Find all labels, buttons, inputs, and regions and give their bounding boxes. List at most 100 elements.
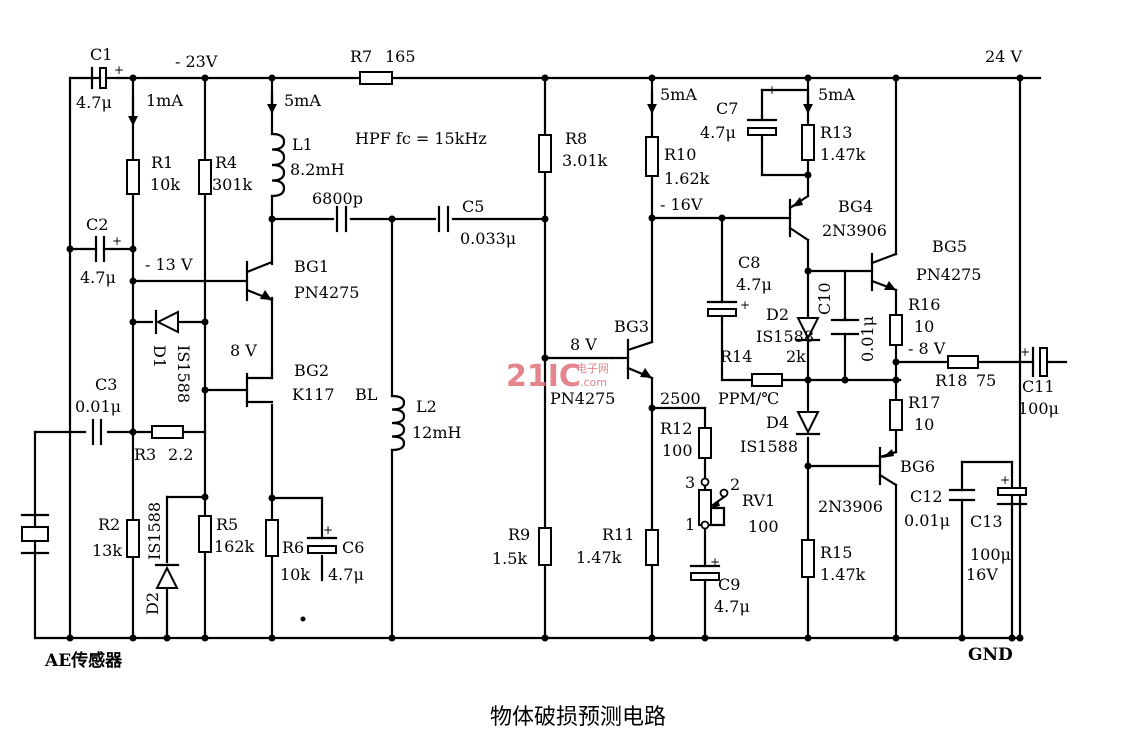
r5-val: 162k — [214, 537, 255, 556]
ae-sensor — [20, 513, 50, 555]
label-current-1ma: 1mA — [146, 91, 183, 110]
svg-text:21IC: 21IC — [506, 359, 581, 394]
diode-d2 — [795, 317, 821, 342]
rv1-ref: RV1 — [742, 491, 775, 510]
c8-val: 4.7μ — [736, 275, 772, 294]
d2-val: IS1588 — [756, 327, 814, 346]
resistor-r18 — [947, 355, 979, 369]
svg-text:+: + — [1000, 473, 1010, 487]
label-current-5ma-a: 5mA — [284, 91, 321, 110]
c7-val: 4.7μ — [700, 123, 736, 142]
r13-ref: R13 — [820, 123, 852, 142]
c9-ref: C9 — [718, 575, 740, 594]
r3-ref: R3 — [134, 445, 156, 464]
bg6-ref: BG6 — [900, 457, 935, 476]
transistors — [245, 194, 898, 487]
r1-val: 10k — [150, 175, 180, 194]
label-ae-sensor: AE传感器 — [44, 650, 123, 671]
c9-val: 4.7μ — [714, 597, 750, 616]
resistor-r16 — [889, 314, 903, 346]
bg6-val: 2N3906 — [818, 497, 883, 516]
capacitors: + + + + + + + + — [86, 63, 1052, 584]
c8-ref: C8 — [738, 253, 760, 272]
diagram-title: 物体破损预测电路 — [490, 705, 666, 730]
capacitor-c6 — [306, 536, 338, 554]
c13-ref: C13 — [970, 512, 1003, 531]
rv1-pin-2 — [719, 488, 729, 498]
transistor-bg5 — [870, 252, 898, 292]
c2-ref: C2 — [86, 215, 108, 234]
capacitor-c10 — [830, 316, 860, 338]
rv1-p2: 2 — [730, 475, 740, 494]
inductor-l2 — [390, 394, 406, 452]
r13-val: 1.47k — [820, 145, 866, 164]
r10-ref: R10 — [664, 145, 696, 164]
resistor-r8 — [538, 134, 552, 173]
c3-ref: C3 — [95, 375, 117, 394]
resistor-r7 — [359, 71, 393, 85]
bg4-val: 2N3906 — [822, 221, 887, 240]
resistor-r5 — [198, 515, 212, 553]
junctions — [66, 74, 1024, 642]
r12-val: 100 — [662, 441, 693, 460]
r17-val: 10 — [914, 415, 934, 434]
r4-val: 301k — [212, 175, 253, 194]
c3-val: 0.01μ — [75, 397, 121, 416]
rv1-p3: 3 — [685, 473, 695, 492]
capacitor-6800p — [335, 205, 348, 233]
svg-text:电子网: 电子网 — [576, 362, 609, 375]
svg-text:.com: .com — [580, 376, 607, 389]
r5-ref: R5 — [216, 515, 238, 534]
r14-ref: R14 — [720, 347, 752, 366]
label-8v-a: 8 V — [230, 341, 257, 360]
r16-ref: R16 — [908, 295, 940, 314]
label-8v-b: 8 V — [570, 335, 597, 354]
d4-ref: D4 — [766, 413, 789, 432]
rv1-pin-1 — [700, 520, 710, 530]
svg-text:+: + — [114, 63, 124, 77]
c6-ref: C6 — [342, 538, 364, 557]
label-neg16: - 16V — [660, 195, 703, 214]
c13-val2: 16V — [966, 565, 998, 584]
capacitor-c5 — [437, 205, 450, 233]
label-gnd: GND — [968, 645, 1013, 665]
diodes — [154, 309, 821, 589]
resistor-r9 — [538, 527, 552, 566]
inductor-l1 — [270, 132, 286, 198]
r7-ref: R7 — [350, 47, 372, 66]
diode-d1 — [154, 309, 179, 335]
r15-val: 1.47k — [820, 565, 866, 584]
capacitor-c1 — [90, 66, 120, 90]
r3-val: 2.2 — [168, 445, 193, 464]
diode-d4 — [795, 411, 821, 436]
transistor-bg2 — [245, 372, 274, 408]
capacitor-c8 — [706, 298, 738, 322]
r18-val: 75 — [976, 371, 996, 390]
resistor-r2 — [126, 519, 140, 558]
label-bl: BL — [355, 385, 378, 404]
r17-ref: R17 — [908, 393, 940, 412]
label-current-5ma-c: 5mA — [818, 85, 855, 104]
capacitor-c12 — [948, 488, 976, 502]
r2-ref: R2 — [98, 515, 120, 534]
capacitor-c11 — [1031, 346, 1052, 378]
label-hpf: HPF fc = 15kHz — [355, 129, 487, 148]
label-pos24: 24 V — [985, 47, 1022, 66]
label-neg13: - 13 V — [145, 255, 193, 274]
bg4-ref: BG4 — [838, 197, 873, 216]
l2-ref: L2 — [416, 397, 437, 416]
r12-ref: R12 — [660, 419, 692, 438]
svg-text:+: + — [740, 298, 750, 312]
l1-val: 8.2mH — [290, 160, 345, 179]
resistors — [126, 71, 979, 578]
c11-val: 100μ — [1018, 399, 1059, 418]
r1-ref: R1 — [151, 153, 173, 172]
r14-val: 2k — [786, 347, 806, 366]
labels: - 23V 24 V GND - 13 V - 16V - 8 V 8 V 8 … — [44, 45, 1059, 671]
bg2-ref: BG2 — [294, 361, 329, 380]
svg-text:+: + — [112, 234, 122, 248]
resistor-r4 — [198, 159, 212, 195]
resistor-r6 — [265, 519, 279, 557]
r8-val: 3.01k — [562, 151, 608, 170]
resistor-r3 — [151, 425, 184, 439]
